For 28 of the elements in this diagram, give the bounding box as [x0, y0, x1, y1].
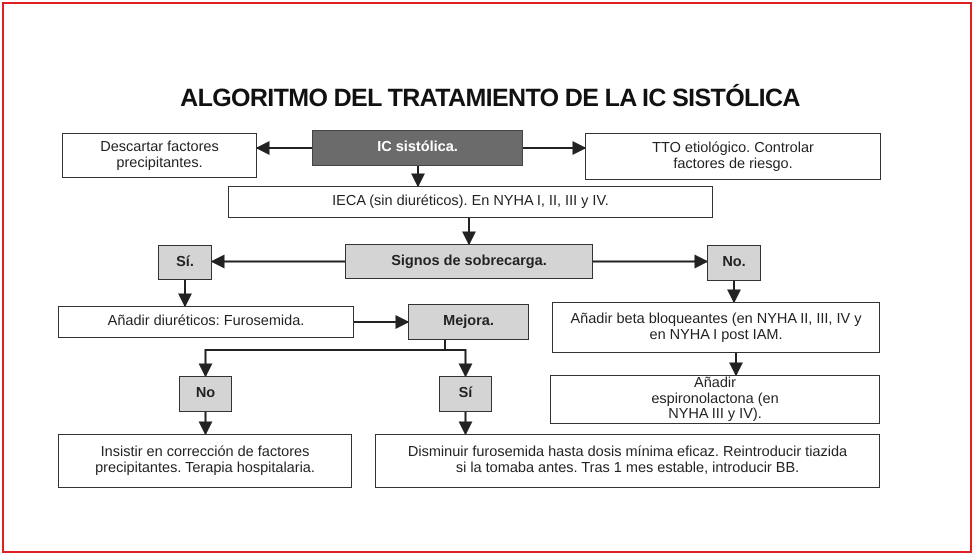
decision-box: Sí.: [158, 245, 212, 280]
arrow: [354, 315, 410, 329]
arrow: [256, 141, 312, 155]
process-box: Disminuir furosemida hasta dosis mínima eficaz. Reintroducir tiazida si la tomaba antes. Tras 1 mes estable, introducir BB.: [375, 434, 880, 488]
diagram-title: ALGORITMO DEL TRATAMIENTO DE LA IC SISTÓLICA: [179, 82, 801, 114]
arrow: [729, 353, 743, 376]
arrow: [411, 166, 425, 188]
process-box: Añadir diuréticos: Furosemida.: [58, 306, 354, 338]
arrow: [462, 218, 476, 246]
process-box: Insistir en corrección de factores precipitantes. Terapia hospitalaria.: [58, 434, 352, 488]
decision-box: Signos de sobrecarga.: [345, 244, 593, 279]
process-box: TTO etiológico. Controlar factores de riesgo.: [585, 133, 881, 180]
arrow: [458, 412, 472, 436]
process-box: Añadir espironolactona (en NYHA III y IV).: [550, 375, 880, 424]
arrow: [198, 412, 212, 436]
decision-box: No: [179, 376, 232, 412]
decision-box: Mejora.: [408, 304, 529, 340]
process-box: IECA (sin diuréticos). En NYHA I, II, III y IV.: [228, 186, 713, 218]
decision-box: Sí: [439, 376, 492, 412]
arrow: [210, 254, 345, 268]
arrow: [593, 254, 708, 268]
arrow: [523, 141, 586, 155]
decision-box: No.: [707, 245, 761, 281]
arrow: [727, 281, 741, 304]
process-box: Descartar factores precipitantes.: [62, 133, 257, 178]
process-box: Añadir beta bloqueantes (en NYHA II, III, IV y en NYHA I post IAM.: [552, 302, 880, 353]
decision-box: IC sistólica.: [312, 130, 523, 166]
arrow: [178, 280, 192, 308]
